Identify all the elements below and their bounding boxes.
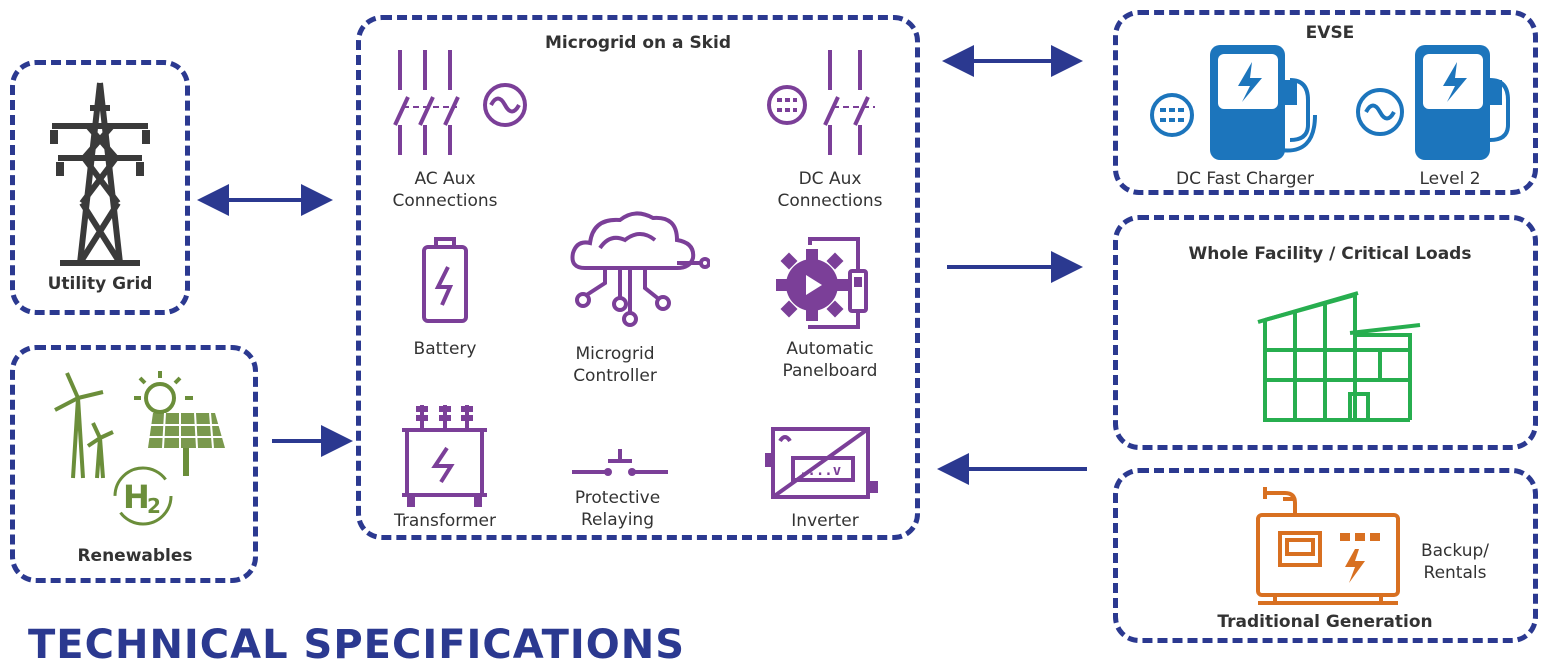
svg-text:2: 2 <box>147 494 161 518</box>
traditional-generation-title: Traditional Generation <box>1217 612 1433 632</box>
generation-box <box>1113 468 1538 643</box>
utility-grid-box <box>10 60 190 315</box>
evse-box <box>1113 10 1538 195</box>
level-2-charger-icon <box>1356 45 1510 160</box>
utility-grid-label: Utility Grid <box>47 274 153 294</box>
renewables-box <box>10 345 258 583</box>
inverter-label: Inverter <box>791 511 859 531</box>
generator-icon <box>1256 487 1400 605</box>
svg-text:....v: ....v <box>799 463 841 479</box>
transmission-tower-icon <box>50 82 150 266</box>
ac-aux-switch-icon <box>393 50 527 155</box>
microgrid-controller-cloud-icon <box>570 211 710 327</box>
flow-arrows <box>197 45 1087 485</box>
battery-icon <box>422 237 468 323</box>
evse-title: EVSE <box>1305 23 1355 43</box>
dc-aux-label: DC Aux Connections <box>777 169 883 211</box>
svg-text:H: H <box>123 478 150 516</box>
skid-title: Microgrid on a Skid <box>545 33 731 53</box>
facility-building-icon <box>1257 291 1421 422</box>
microgrid-controller-label: Microgrid Controller <box>573 344 657 386</box>
transformer-label: Transformer <box>393 511 496 531</box>
transformer-icon <box>402 405 487 507</box>
renewables-icon: H 2 <box>54 371 225 526</box>
battery-label: Battery <box>413 339 477 359</box>
facility-box <box>1113 215 1538 450</box>
ac-aux-label: AC Aux Connections <box>392 169 498 211</box>
level-2-label: Level 2 <box>1419 169 1481 189</box>
protective-relaying-icon <box>572 449 668 476</box>
dc-fast-charger-label: DC Fast Charger <box>1176 169 1314 189</box>
backup-rentals-label: Backup/ Rentals <box>1420 541 1490 583</box>
technical-specifications-heading: TECHNICAL SPECIFICATIONS <box>28 622 686 668</box>
dc-fast-charger-icon <box>1150 45 1317 160</box>
dc-aux-switch-icon <box>767 50 875 155</box>
automatic-panelboard-gear-icon <box>776 237 868 329</box>
renewables-label: Renewables <box>77 546 193 566</box>
inverter-icon: ....v <box>765 427 878 499</box>
automatic-panelboard-label: Automatic Panelboard <box>782 339 878 381</box>
facility-title: Whole Facility / Critical Loads <box>1188 244 1472 264</box>
skid-box <box>356 15 920 540</box>
protective-relaying-label: Protective Relaying <box>574 488 661 530</box>
